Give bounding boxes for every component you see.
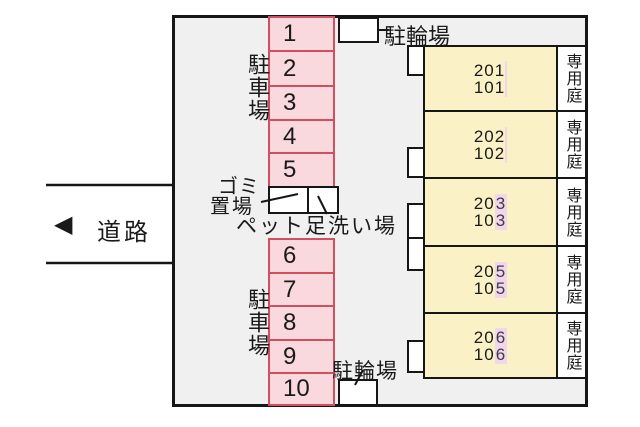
unit-upper-number: 205 bbox=[473, 261, 508, 281]
bicycle-parking-label-top: 駐輪場 bbox=[384, 24, 451, 49]
unit-lower-number: 105 bbox=[473, 278, 508, 298]
unit-202-102: 202 102 bbox=[423, 110, 558, 179]
unit-lower-number: 103 bbox=[473, 211, 508, 230]
parking-stall-1: 1 bbox=[268, 16, 335, 52]
garbage-label-line1: ゴミ bbox=[218, 176, 260, 198]
parking-label-top: 駐車場 bbox=[245, 53, 270, 122]
unit-lower-number: 101 bbox=[473, 77, 508, 97]
private-garden-202: 専用庭 bbox=[556, 110, 587, 179]
unit-upper-number: 202 bbox=[473, 126, 508, 146]
porch-box-203 bbox=[407, 203, 425, 239]
parking-label-bottom: 駐車場 bbox=[245, 288, 270, 357]
porch-box-201 bbox=[407, 45, 425, 76]
unit-206-106: 206 106 bbox=[423, 312, 558, 379]
unit-upper-number: 206 bbox=[473, 327, 508, 347]
parking-stall-6: 6 bbox=[268, 238, 335, 274]
private-garden-203: 専用庭 bbox=[556, 177, 587, 247]
parking-stall-2: 2 bbox=[268, 50, 335, 87]
parking-stall-8: 8 bbox=[268, 305, 335, 341]
private-garden-201: 専用庭 bbox=[556, 45, 587, 112]
unit-lower-number: 106 bbox=[473, 344, 508, 364]
parking-stall-7: 7 bbox=[268, 272, 335, 307]
parking-stall-10: 10 bbox=[268, 372, 335, 406]
unit-upper-number: 201 bbox=[473, 60, 508, 80]
unit-lower-number: 102 bbox=[473, 143, 508, 163]
porch-box-205 bbox=[407, 237, 425, 271]
private-garden-205: 専用庭 bbox=[556, 245, 587, 314]
porch-box-202 bbox=[407, 147, 425, 178]
bicycle-parking-box-top bbox=[338, 17, 379, 43]
parking-stall-9: 9 bbox=[268, 339, 335, 374]
unit-201-101: 201 101 bbox=[423, 45, 558, 112]
porch-box-206 bbox=[407, 340, 425, 373]
road-label: 道路 bbox=[97, 219, 151, 246]
garbage-label-line2: 置場 bbox=[210, 196, 254, 218]
private-garden-206: 専用庭 bbox=[556, 312, 587, 379]
unit-203-103: 203 103 bbox=[423, 177, 558, 247]
bicycle-parking-label-bottom: 駐輪場 bbox=[332, 360, 398, 383]
parking-stall-3: 3 bbox=[268, 85, 335, 121]
road-direction-arrow-icon: ◀ bbox=[54, 211, 73, 238]
parking-stall-4: 4 bbox=[268, 119, 335, 154]
parking-stall-5: 5 bbox=[268, 152, 335, 188]
unit-205-105: 205 105 bbox=[423, 245, 558, 314]
unit-upper-number: 203 bbox=[473, 194, 508, 213]
pet-wash-label: ペット足洗い場 bbox=[236, 215, 397, 238]
